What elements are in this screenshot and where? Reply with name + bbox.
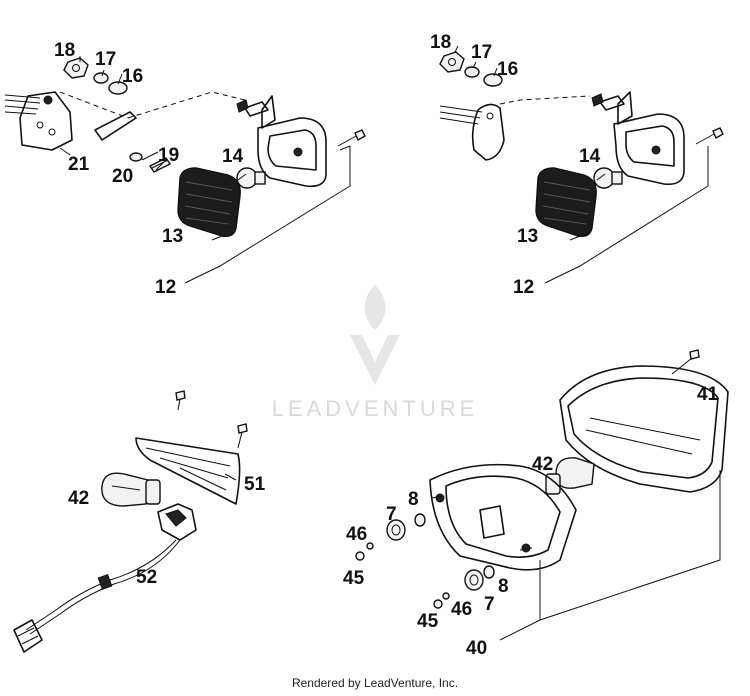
- washer-20: [129, 152, 143, 162]
- turn-signal-housing: [591, 91, 685, 186]
- washer-17: [464, 66, 480, 78]
- screw: [695, 127, 724, 145]
- callout-52: 52: [136, 567, 157, 588]
- tail-light-lens-41: [559, 365, 729, 493]
- callout-14: 14: [222, 146, 244, 167]
- callout-18: 18: [54, 40, 75, 61]
- bulb-42: [545, 457, 595, 495]
- spacer-8a: [414, 513, 426, 527]
- nut-45a: [355, 551, 365, 561]
- callout-8: 8: [408, 489, 419, 510]
- bulb-42: [101, 472, 161, 507]
- tail-light-housing-40: [429, 463, 577, 571]
- lens-13: [177, 167, 241, 238]
- turn-signal-housing: [236, 95, 327, 188]
- grommet-7a: [386, 519, 406, 541]
- callout-42: 42: [68, 488, 89, 509]
- nut-18: [63, 57, 89, 79]
- callout-45: 45: [343, 568, 365, 589]
- screw: [175, 390, 186, 411]
- callout-12: 12: [513, 277, 534, 298]
- bulb-14: [593, 167, 623, 189]
- wiring-harness-52: [13, 539, 181, 653]
- callout-46: 46: [451, 599, 472, 620]
- turn-signal-assembly-left: 18 17 16 21 19 20 14 13 12: [4, 40, 366, 298]
- spacer-8b: [483, 565, 495, 579]
- callout-18: 18: [430, 32, 451, 53]
- callout-17: 17: [471, 42, 492, 63]
- callout-12: 12: [155, 277, 176, 298]
- washer-46b: [442, 592, 450, 600]
- mounting-bracket-21: [4, 91, 73, 151]
- washer-16: [108, 81, 128, 95]
- stay-plate: [94, 111, 137, 141]
- watermark-text: LEADVENTURE: [272, 396, 479, 421]
- nut-45b: [433, 599, 443, 609]
- turn-signal-assembly-right: 18 17 16 14 13 12: [430, 32, 724, 298]
- reflector-lens-51: [135, 437, 241, 505]
- callout-16: 16: [497, 59, 518, 80]
- callout-7: 7: [484, 594, 495, 615]
- grommet-7b: [464, 569, 484, 591]
- callout-42: 42: [532, 454, 553, 475]
- bolt-19: [148, 157, 172, 173]
- screw: [337, 129, 366, 147]
- callout-19: 19: [158, 145, 179, 166]
- washer-16: [483, 73, 503, 87]
- footer-credit: Rendered by LeadVenture, Inc.: [291, 676, 459, 690]
- callout-20: 20: [112, 166, 133, 187]
- callout-14: 14: [579, 146, 601, 167]
- callout-13: 13: [162, 226, 183, 247]
- callout-21: 21: [68, 154, 90, 175]
- washer-17: [93, 72, 109, 84]
- callout-41: 41: [697, 384, 719, 405]
- bulb-14: [236, 167, 266, 189]
- callout-8: 8: [498, 576, 509, 597]
- callout-46: 46: [346, 524, 367, 545]
- callout-40: 40: [466, 638, 487, 659]
- screw: [237, 423, 248, 449]
- callout-13: 13: [517, 226, 538, 247]
- washer-46a: [366, 542, 374, 550]
- bulb-socket: [157, 503, 197, 541]
- tail-light-assembly: 41 42 7 8 46 45 8 46 7 45 40: [343, 349, 729, 659]
- callout-45: 45: [417, 611, 439, 632]
- leadventure-watermark: LEADVENTURE: [272, 285, 479, 421]
- lens-13: [535, 167, 597, 238]
- callout-7: 7: [386, 504, 397, 525]
- callout-17: 17: [95, 49, 116, 70]
- callout-16: 16: [122, 66, 143, 87]
- nut-18: [439, 51, 465, 73]
- callout-51: 51: [244, 474, 266, 495]
- screw: [671, 349, 700, 375]
- license-light-assembly: 42 51 52: [13, 390, 266, 653]
- mounting-bracket: [439, 103, 505, 161]
